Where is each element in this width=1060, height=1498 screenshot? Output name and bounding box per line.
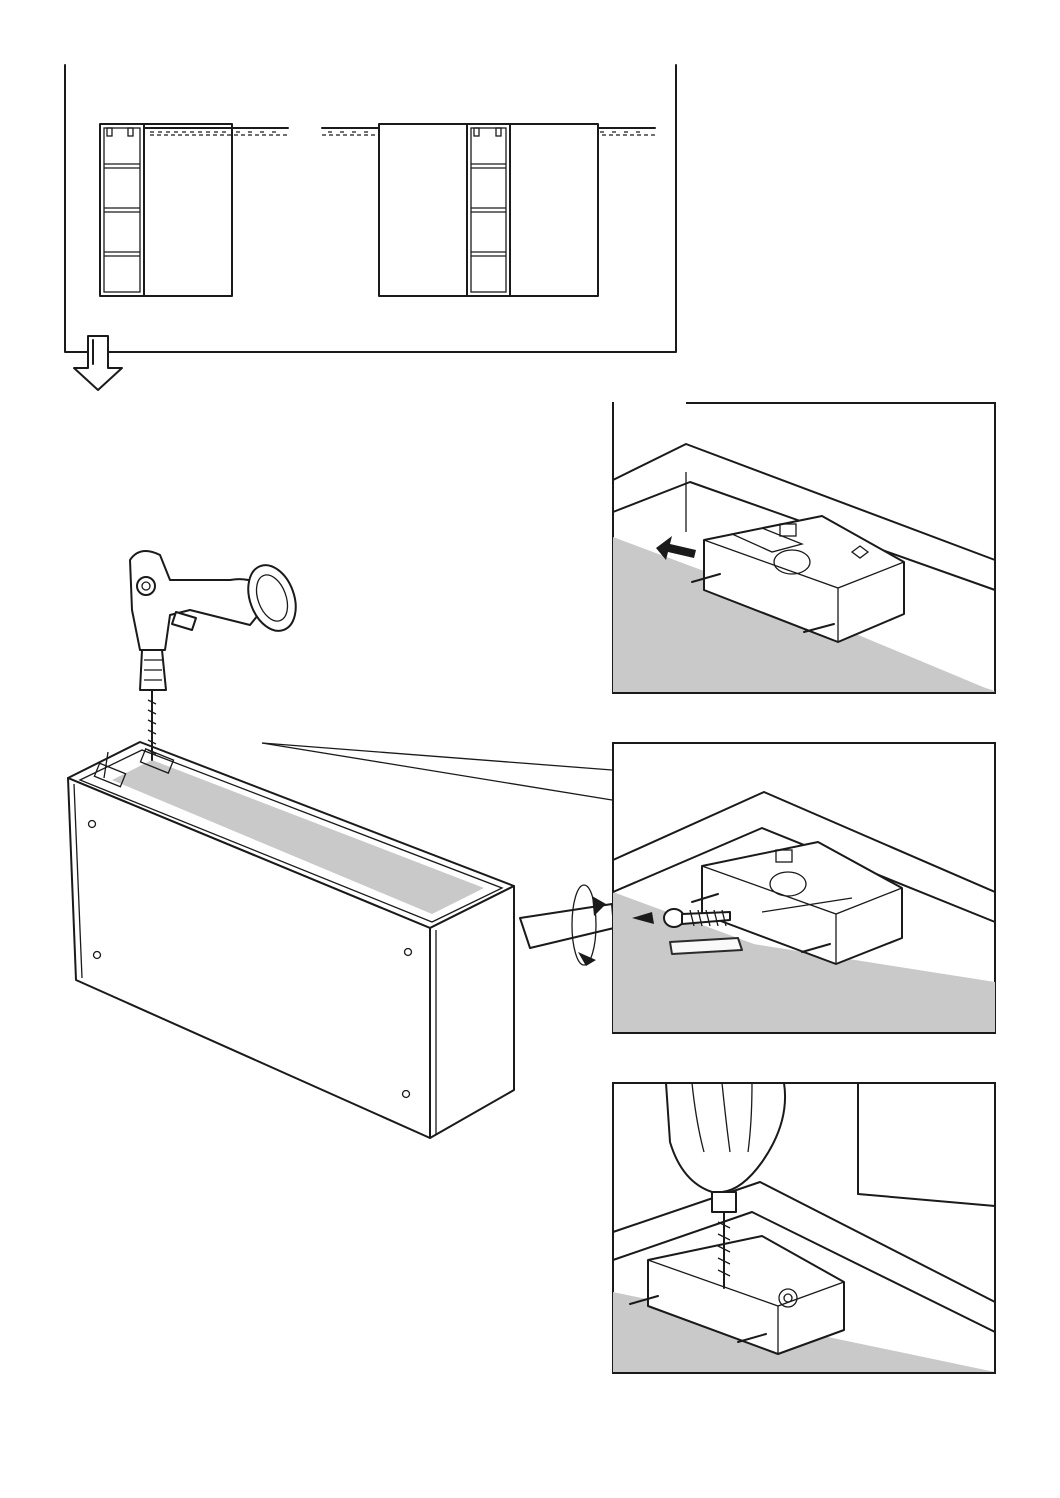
overview-panel <box>0 0 700 400</box>
drill-fitting-illustration <box>612 1082 996 1374</box>
wardrobe-layouts-illustration <box>0 0 700 400</box>
cabinet-body <box>68 742 514 1138</box>
screw-fitting-illustration <box>612 742 996 1034</box>
wardrobe-left <box>100 124 288 296</box>
wardrobe-right <box>322 124 655 296</box>
main-cabinet-panel <box>0 530 620 1150</box>
drill-icon <box>130 551 304 760</box>
detail-panel-screw <box>612 742 996 1034</box>
screwdriver-icon <box>520 885 614 966</box>
cabinet-drilling-illustration <box>0 530 620 1150</box>
insert-fitting-illustration <box>612 402 996 694</box>
detail-panel-drill <box>612 1082 996 1374</box>
detail-panel-insert <box>612 402 996 694</box>
down-arrow-icon <box>74 336 122 390</box>
